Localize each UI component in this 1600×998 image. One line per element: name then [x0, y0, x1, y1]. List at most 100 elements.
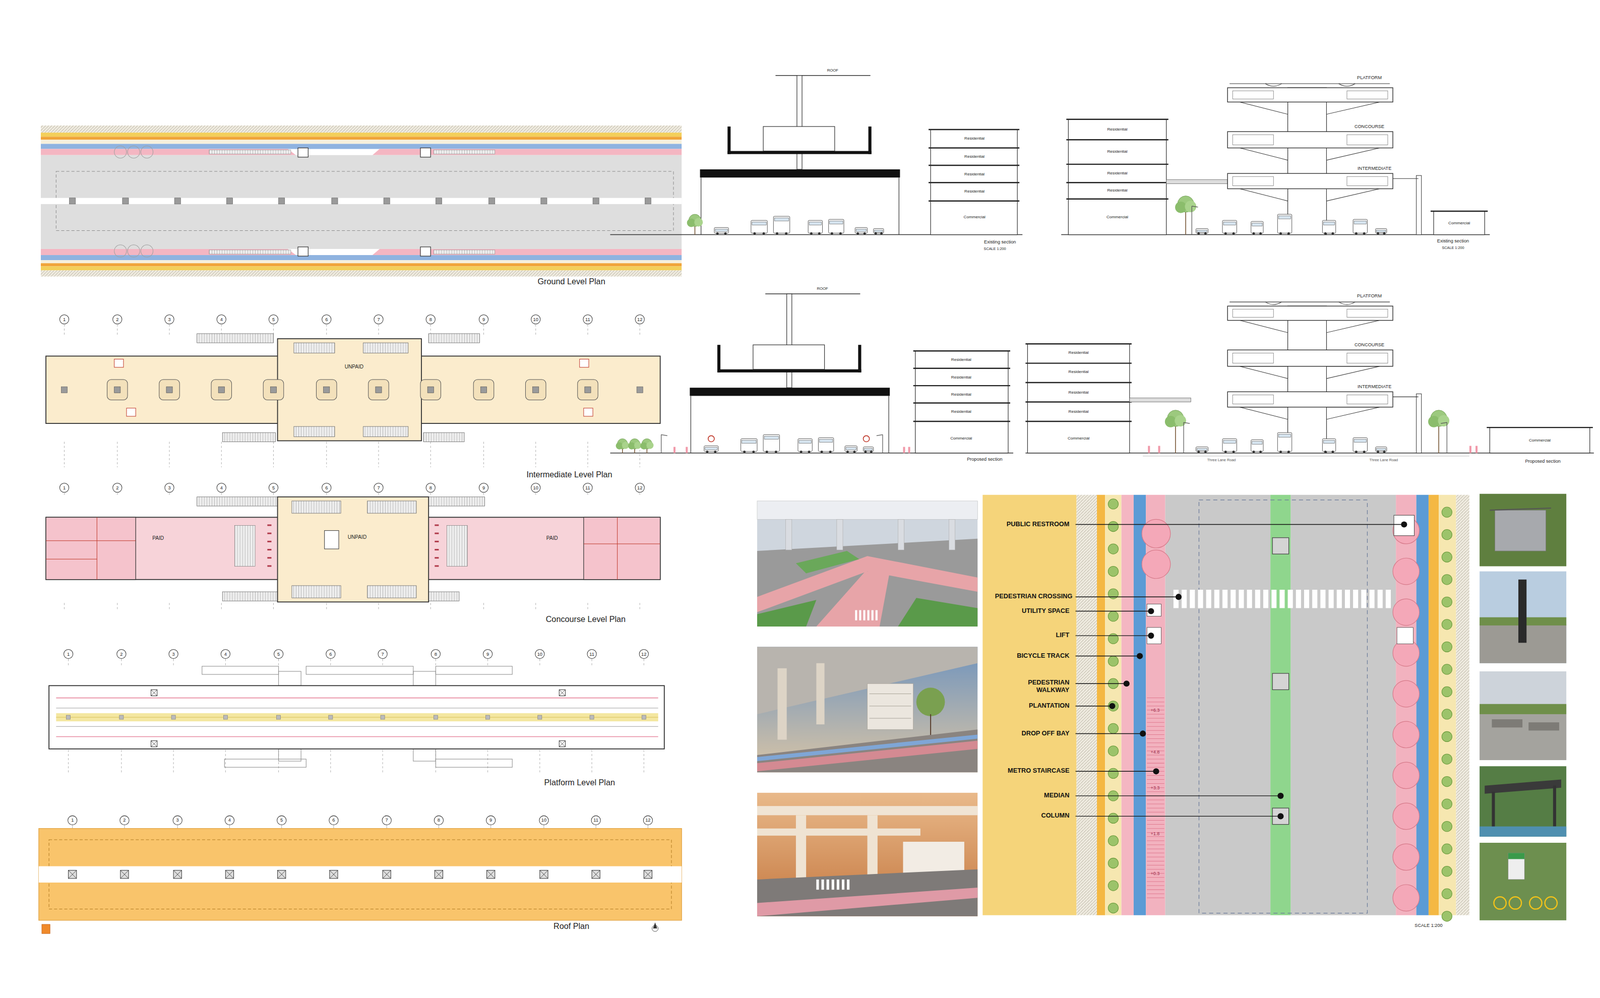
vehicle-window [845, 447, 856, 451]
metro-staircase [1146, 804, 1164, 805]
grid-bubble [431, 649, 441, 659]
zone-label: PAID [152, 535, 164, 542]
vehicle [808, 220, 823, 233]
grid-bubble [482, 649, 492, 659]
metro-staircase [1146, 759, 1164, 760]
staircase [209, 150, 291, 155]
vehicle-window [1354, 220, 1367, 224]
grid-number: 8 [434, 651, 438, 657]
staircase [423, 432, 465, 442]
carriageway [1165, 495, 1271, 916]
vehicle [1375, 447, 1387, 452]
grid-bubble [116, 649, 127, 659]
building [1027, 343, 1130, 454]
grid-bubble [539, 815, 549, 825]
bracket [1326, 188, 1380, 201]
floor-use: Residential [951, 392, 972, 398]
tree-canopy [1164, 415, 1177, 428]
grid-line [438, 825, 440, 829]
tree-canopy [634, 441, 642, 449]
bracket [1326, 366, 1380, 379]
canopy-tree [1141, 549, 1171, 579]
skywalk [1129, 397, 1191, 402]
plantation-tree [1441, 776, 1452, 787]
staircase [293, 342, 335, 353]
street-lamp [660, 434, 662, 453]
lift [1146, 627, 1161, 644]
tree-outline [127, 244, 140, 258]
grid-line [595, 825, 597, 829]
render-crosswalk [846, 879, 850, 890]
tree-canopy [628, 442, 636, 450]
vehicle-wheel [1363, 450, 1366, 454]
column [382, 870, 391, 879]
vehicle-wheel [810, 232, 813, 235]
metro-staircase [1146, 722, 1164, 723]
vehicle [1251, 221, 1264, 233]
lift-symbol [559, 689, 566, 696]
tree-canopy [694, 217, 703, 227]
staircase [291, 501, 341, 514]
grid-line [64, 602, 65, 610]
ticket-counter [324, 530, 339, 549]
tree-canopy [646, 441, 654, 449]
grid-number: 5 [272, 484, 275, 490]
metro-staircase [1146, 730, 1164, 731]
column [786, 293, 792, 388]
grid-line [120, 750, 122, 774]
tree-canopy [1438, 414, 1450, 427]
column [485, 715, 490, 720]
grid-bubble [326, 649, 336, 659]
metro-staircase [1146, 705, 1164, 707]
column-opening [107, 379, 128, 400]
floor-use: Residential [951, 409, 972, 415]
staircase [428, 333, 480, 343]
vehicle [1277, 214, 1292, 233]
slab-detail [1346, 309, 1388, 318]
pedestrian [1147, 446, 1150, 454]
metro-staircase [1146, 763, 1164, 764]
vehicle-wheel [765, 450, 769, 454]
render-column [949, 519, 956, 550]
vehicle-wheel [1331, 450, 1334, 454]
photo-pavilion [1484, 779, 1562, 794]
grid-bubble [268, 314, 278, 324]
column [537, 715, 542, 720]
vehicle-wheel [762, 232, 766, 235]
slab-detail [1346, 352, 1388, 363]
grid-number: 7 [377, 484, 380, 490]
photo-shelter [1489, 508, 1551, 511]
concourse-slab [689, 387, 890, 396]
callout-label: PUBLIC RESTROOM [1006, 520, 1070, 528]
grid-bubble [172, 815, 182, 825]
footpath-hatch [40, 125, 682, 133]
floor-use: Residential [1068, 409, 1089, 415]
vehicle-window [1223, 440, 1236, 444]
floor-slab [1066, 118, 1168, 120]
photo-bicycle [1545, 896, 1558, 909]
grid-line [173, 750, 174, 774]
walkway-band [1096, 495, 1105, 916]
level-label: INTERMEDIATE [1357, 166, 1392, 172]
vehicle-window [774, 217, 789, 221]
vehicle [1352, 219, 1368, 233]
vehicle [741, 438, 758, 452]
render-crosswalk [826, 879, 830, 890]
grid-line [333, 825, 334, 829]
grid-bubble [216, 314, 226, 324]
vehicle-wheel [1355, 232, 1358, 235]
column-opening [263, 379, 284, 400]
scale-note: SCALE 1:200 [1414, 924, 1443, 930]
plantation-tree [1441, 641, 1452, 652]
service-room [126, 408, 136, 417]
column [591, 870, 600, 879]
vehicle-window [764, 436, 779, 440]
view-title: Platform Level Plan [544, 779, 615, 789]
grid-line [382, 750, 384, 774]
drop-off-bay [40, 249, 296, 256]
grid-line [116, 441, 118, 468]
canopy-outline [413, 749, 437, 762]
floor-slab [928, 147, 1020, 149]
plantation-tree [1441, 731, 1452, 742]
station-rooms [45, 517, 136, 580]
